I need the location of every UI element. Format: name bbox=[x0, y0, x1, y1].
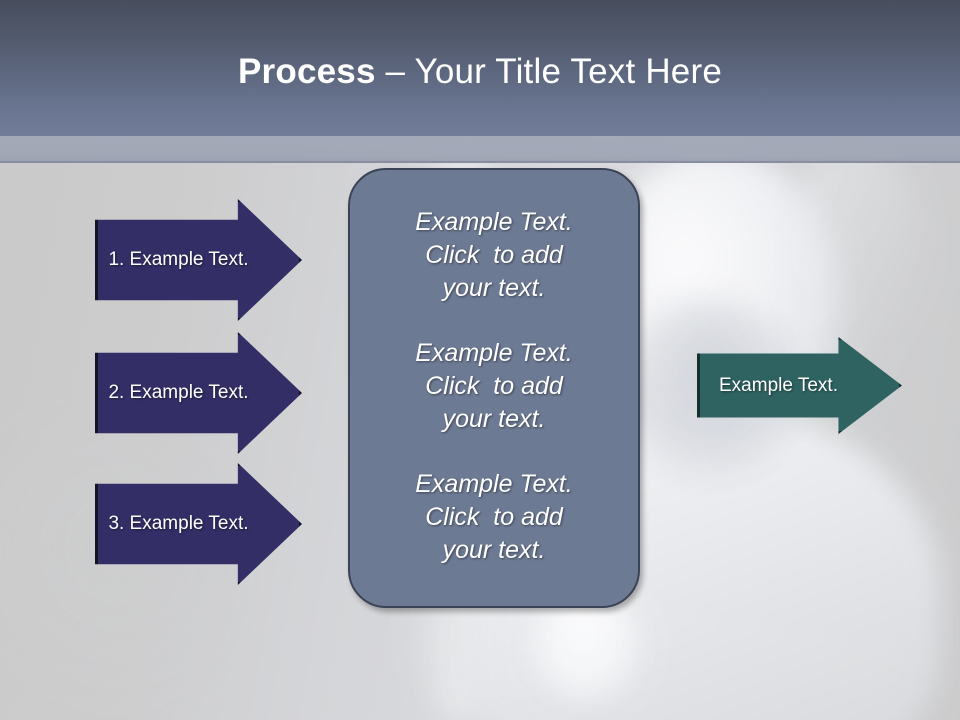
page-title-bold: Process bbox=[238, 52, 376, 91]
center-text-block-2-line-2: Click to add bbox=[425, 371, 563, 400]
process-result-arrow-label: Example Text. bbox=[719, 374, 838, 396]
header-band bbox=[0, 0, 960, 136]
center-text-block-3: Example Text. Click to add your text. bbox=[372, 468, 616, 567]
center-text-block-2-line-1: Example Text. bbox=[415, 338, 573, 367]
header-accent-strip bbox=[0, 136, 960, 163]
center-text-block-1-line-2: Click to add bbox=[425, 240, 563, 269]
center-text-block-2-line-3: your text. bbox=[442, 404, 546, 433]
center-text-block-3-line-3: your text. bbox=[442, 535, 546, 564]
background-blob-left bbox=[0, 420, 240, 720]
center-text-block-1-line-1: Example Text. bbox=[415, 207, 573, 236]
center-text-block-1-line-3: your text. bbox=[442, 273, 546, 302]
page-title-rest: – Your Title Text Here bbox=[375, 52, 722, 91]
background-blob-cap bbox=[530, 590, 640, 700]
center-text-block-3-line-2: Click to add bbox=[425, 502, 563, 531]
center-text-block-3-line-1: Example Text. bbox=[415, 469, 573, 498]
center-text-block-1: Example Text. Click to add your text. bbox=[372, 206, 616, 305]
process-step-arrow-2-label: 2. Example Text. bbox=[108, 382, 249, 403]
process-step-arrow-1-label: 1. Example Text. bbox=[108, 249, 249, 270]
center-text-block-2: Example Text. Click to add your text. bbox=[372, 337, 616, 436]
process-step-arrow-3-label: 3. Example Text. bbox=[108, 513, 249, 534]
center-content-box[interactable]: Example Text. Click to add your text. Ex… bbox=[348, 168, 640, 608]
header-accent-rule bbox=[0, 161, 960, 163]
page-title: Process – Your Title Text Here bbox=[0, 50, 960, 94]
